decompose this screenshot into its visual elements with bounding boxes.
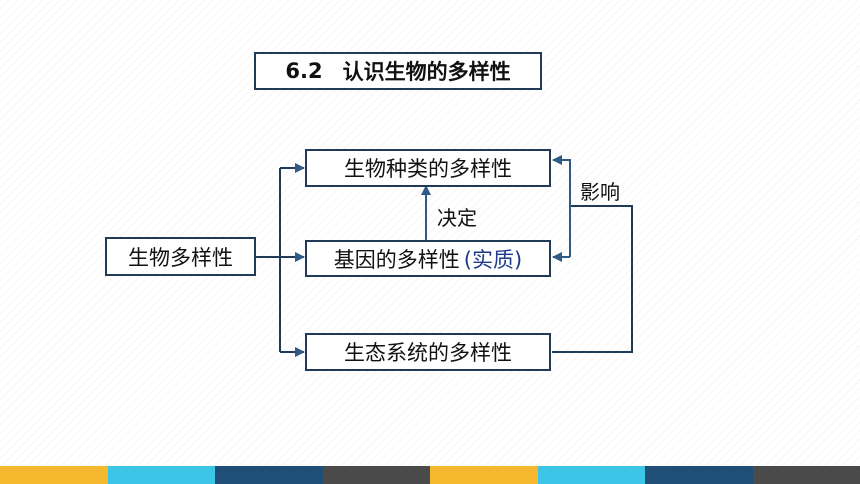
influences-to-species-arrow — [552, 155, 571, 257]
bar-segment — [645, 466, 753, 484]
node-ecosystem-diversity: 生态系统的多样性 — [305, 333, 551, 371]
label-determines: 决定 — [437, 206, 477, 230]
node-biodiversity-label: 生物多样性 — [128, 245, 233, 270]
bottom-color-bar — [0, 466, 860, 484]
title-box: 6.2 认识生物的多样性 — [254, 52, 542, 90]
node-species-diversity: 生物种类的多样性 — [305, 149, 551, 187]
influences-outer-path — [552, 205, 633, 353]
bar-segment — [752, 466, 860, 484]
node-gene-diversity-note: (实质) — [463, 247, 523, 272]
node-ecosystem-diversity-label: 生态系统的多样性 — [344, 341, 512, 365]
bar-segment — [0, 466, 108, 484]
node-species-diversity-label: 生物种类的多样性 — [344, 157, 512, 181]
bar-segment — [537, 466, 645, 484]
title-number: 6.2 — [285, 59, 323, 83]
node-biodiversity: 生物多样性 — [105, 237, 256, 276]
bar-segment — [322, 466, 430, 484]
title-text: 认识生物的多样性 — [342, 60, 511, 84]
bar-segment — [430, 466, 538, 484]
bar-segment — [107, 466, 215, 484]
label-influences: 影响 — [580, 180, 620, 204]
node-gene-diversity: 基因的多样性 (实质) — [305, 240, 551, 277]
node-gene-diversity-label: 基因的多样性 — [333, 247, 460, 272]
bar-segment — [215, 466, 323, 484]
